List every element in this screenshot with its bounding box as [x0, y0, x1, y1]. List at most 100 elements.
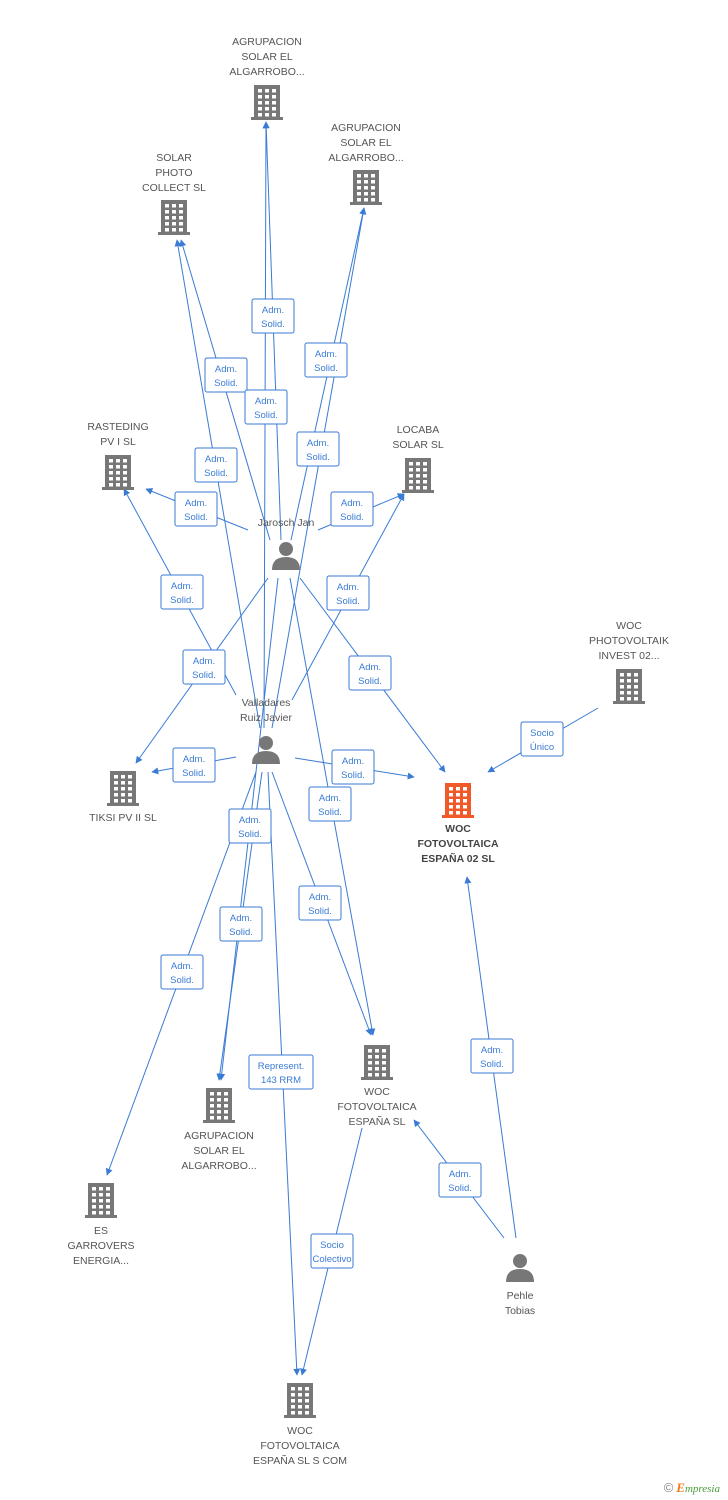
edge-label-text: Adm.	[215, 364, 237, 375]
node-label: WOC	[364, 1086, 390, 1098]
building-window	[114, 775, 118, 779]
building-window	[305, 1411, 309, 1415]
edge-label-jan-spc[interactable]: Adm.Solid.	[204, 357, 248, 393]
building-window	[217, 1116, 221, 1120]
person-head	[279, 542, 293, 556]
edge-label-vall-esg[interactable]: Adm.Solid.	[160, 954, 204, 990]
edge-label-jan-agr2[interactable]: Adm.Solid.	[304, 342, 348, 378]
building-window	[106, 1199, 110, 1203]
edge-label-jan-loca[interactable]: Adm.Solid.	[330, 491, 374, 527]
building-window	[165, 204, 169, 208]
building-base	[350, 202, 382, 205]
building-window	[106, 1193, 110, 1197]
building-window	[172, 228, 176, 232]
building-window	[92, 1199, 96, 1203]
focus-building-icon	[442, 783, 474, 818]
edge-label-jan-rast[interactable]: Adm.Solid.	[174, 491, 218, 527]
node-label: AGRUPACION	[184, 1130, 254, 1142]
building-window	[463, 805, 467, 809]
node-label: ALGARROBO...	[328, 152, 403, 164]
node-esg[interactable]: ESGARROVERSENERGIA...	[67, 1183, 135, 1267]
building-window	[114, 793, 118, 797]
building-window	[291, 1387, 295, 1391]
node-label: INVEST 02...	[598, 650, 659, 662]
building-window	[298, 1393, 302, 1397]
building-window	[123, 471, 127, 475]
edge-label-vall-agr3[interactable]: Adm.Solid.	[219, 906, 263, 942]
building-window	[258, 101, 262, 105]
building-base	[284, 1415, 316, 1418]
building-window	[449, 793, 453, 797]
edge-label-vall-tiksi[interactable]: Adm.Solid.	[172, 747, 216, 783]
building-window	[305, 1405, 309, 1409]
building-window	[368, 1073, 372, 1077]
person-body	[506, 1269, 534, 1282]
edge-label-vall-agr1[interactable]: Adm.Solid.	[244, 389, 288, 425]
building-window	[121, 787, 125, 791]
person-head	[513, 1254, 527, 1268]
node-label: LOCABA	[397, 424, 440, 436]
node-label: SOLAR EL	[193, 1145, 245, 1157]
building-window	[109, 483, 113, 487]
building-icon	[350, 170, 382, 205]
building-window	[258, 113, 262, 117]
building-window	[627, 691, 631, 695]
edge-label-vall-wocscom[interactable]: Represent.143 RRM	[248, 1054, 314, 1090]
node-label: PHOTOVOLTAIK	[589, 635, 669, 647]
building-window	[224, 1098, 228, 1102]
building-base	[442, 815, 474, 818]
edge-label-vall-rast[interactable]: Adm.Solid.	[160, 574, 204, 610]
building-window	[265, 107, 269, 111]
edge-label-vall-loca[interactable]: Adm.Solid.	[326, 575, 370, 611]
edge-label-text: Solid.	[308, 906, 332, 917]
node-tiksi[interactable]: TIKSI PV II SL	[89, 771, 157, 824]
building-window	[265, 95, 269, 99]
edge-label-jan-agr1[interactable]: Adm.Solid.	[251, 298, 295, 334]
building-window	[265, 113, 269, 117]
building-window	[217, 1110, 221, 1114]
edge-label-pehle-wocsl[interactable]: Adm.Solid.	[438, 1162, 482, 1198]
copyright-symbol: ©	[663, 1480, 674, 1495]
building-window	[128, 793, 132, 797]
brand-logo[interactable]: Empresia	[676, 1480, 720, 1495]
edge-label-box	[304, 342, 348, 378]
edge-label-jan-woc02[interactable]: Adm.Solid.	[348, 655, 392, 691]
building-window	[463, 787, 467, 791]
building-window	[368, 1061, 372, 1065]
edge-label-box	[160, 574, 204, 610]
edge-label-jan-tiksi[interactable]: Adm.Solid.	[182, 649, 226, 685]
edge-label-vall-woc02[interactable]: Adm.Solid.	[331, 749, 375, 785]
node-jan[interactable]: Jarosch Jan	[258, 517, 315, 570]
building-window	[627, 673, 631, 677]
edge-label-vall-spc[interactable]: Adm.Solid.	[194, 447, 238, 483]
edge-label-text: Adm.	[183, 754, 205, 765]
building-window	[210, 1110, 214, 1114]
edge-label-jan-wocsl[interactable]: Adm.Solid.	[308, 786, 352, 822]
building-base	[251, 117, 283, 120]
building-window	[116, 483, 120, 487]
building-window	[382, 1067, 386, 1071]
edge-label-text: Colectivo	[312, 1254, 351, 1265]
edge-label-box	[160, 954, 204, 990]
node-label: SOLAR	[156, 152, 192, 164]
edge-label-box	[182, 649, 226, 685]
edge-label-box	[248, 1054, 314, 1090]
edge-label-vall-wocsl[interactable]: Adm.Solid.	[298, 885, 342, 921]
edge-label-jan-agr3[interactable]: Adm.Solid.	[228, 808, 272, 844]
edge-label-pehle-woc02[interactable]: Adm.Solid.	[470, 1038, 514, 1074]
edge-label-vall-agr2[interactable]: Adm.Solid.	[296, 431, 340, 467]
